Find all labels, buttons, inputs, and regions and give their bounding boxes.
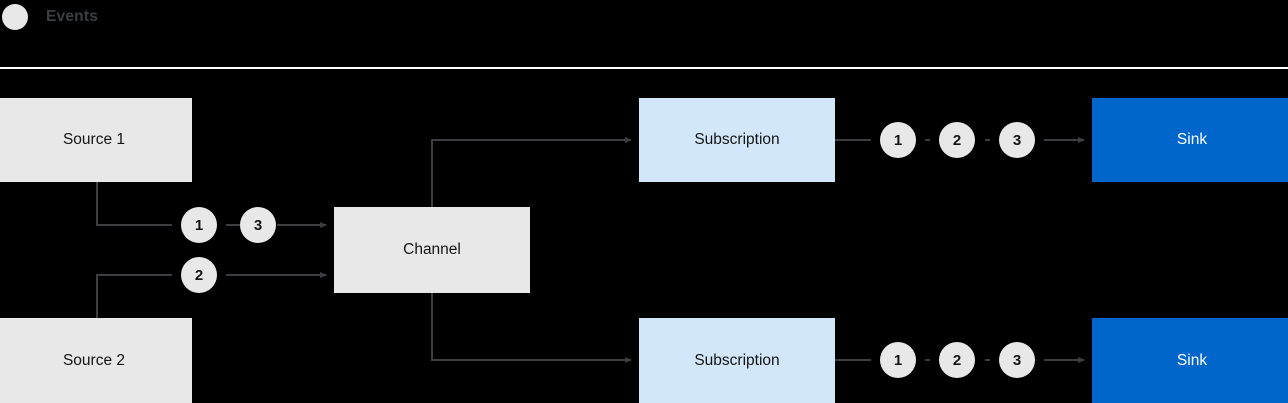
node-sink-1[interactable]: Sink: [1092, 98, 1288, 182]
event-bubble: 2: [939, 342, 975, 378]
node-sink-2[interactable]: Sink: [1092, 318, 1288, 403]
node-source-1[interactable]: Source 1: [0, 98, 192, 182]
node-channel[interactable]: Channel: [334, 207, 530, 293]
node-subscription-2[interactable]: Subscription: [639, 318, 835, 403]
event-bubble: 1: [880, 342, 916, 378]
node-subscription-1[interactable]: Subscription: [639, 98, 835, 182]
node-source-2[interactable]: Source 2: [0, 318, 192, 403]
event-bubble: 1: [181, 207, 217, 243]
header-divider: [0, 67, 1288, 69]
event-bubble: 1: [880, 122, 916, 158]
event-bubble: 3: [999, 122, 1035, 158]
legend-label: Events: [46, 8, 99, 25]
event-bubble: 3: [240, 207, 276, 243]
event-dot-icon: [2, 4, 28, 30]
event-bubble: 2: [939, 122, 975, 158]
event-bubble: 2: [181, 257, 217, 293]
legend: Events: [0, 0, 200, 34]
event-bubble: 3: [999, 342, 1035, 378]
